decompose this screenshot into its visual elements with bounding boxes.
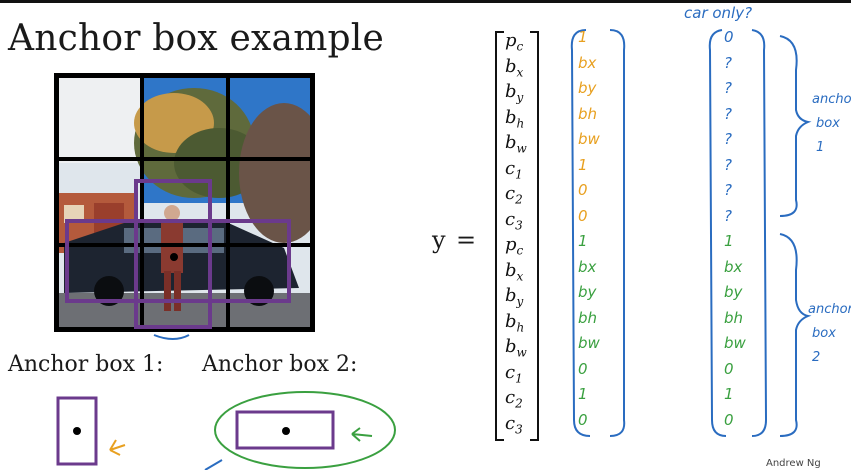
vector-entry: bw bbox=[505, 336, 527, 360]
car-only-note: car only? bbox=[684, 4, 753, 22]
column-1-entry: by bbox=[578, 79, 597, 97]
column-1-entry: 1 bbox=[578, 232, 588, 250]
anchor-box-2-center bbox=[282, 427, 290, 435]
column-2-entry: bw bbox=[724, 334, 746, 352]
image-grid bbox=[54, 73, 315, 340]
vector-entry: bh bbox=[505, 106, 525, 131]
column-1-entry: 1 bbox=[578, 155, 588, 174]
note-line: anchor bbox=[808, 302, 851, 317]
column-1-entry: 0 bbox=[578, 206, 588, 225]
column-1-entry: 1 bbox=[578, 28, 588, 46]
column-1-entry: 0 bbox=[578, 181, 588, 199]
column-2-entry: 0 bbox=[724, 410, 734, 429]
vector-entry: bx bbox=[505, 55, 524, 80]
column-1-entry: bx bbox=[578, 257, 597, 276]
column-1-entry: bw bbox=[578, 334, 600, 352]
anchor-box-1-shape bbox=[56, 396, 98, 466]
orange-arrow bbox=[109, 439, 126, 456]
green-arrow bbox=[351, 427, 373, 442]
y-label: y bbox=[432, 226, 446, 254]
column-1-entry: bh bbox=[578, 104, 598, 123]
green-circle bbox=[214, 391, 396, 469]
equals-sign: = bbox=[456, 226, 477, 254]
vector-entry: pc bbox=[505, 234, 524, 258]
note-line: 1 bbox=[816, 140, 825, 155]
column-1-entry: bx bbox=[578, 53, 597, 72]
vector-entry: by bbox=[505, 285, 524, 309]
column-1-entry: bh bbox=[578, 308, 598, 327]
column-2-entry: by bbox=[724, 283, 743, 301]
column-2-entry: bh bbox=[724, 308, 744, 327]
column-1-entry: 0 bbox=[578, 410, 588, 429]
vector-entry: c1 bbox=[505, 157, 523, 182]
top-border bbox=[0, 0, 851, 3]
slide-title: Anchor box example bbox=[8, 18, 384, 59]
vector-entry: c2 bbox=[505, 387, 523, 411]
corner-note: Andrew Ng bbox=[766, 458, 821, 469]
column-2-entry: ? bbox=[724, 53, 732, 72]
column-2-entry: ? bbox=[724, 79, 732, 97]
vector-entry: by bbox=[505, 81, 524, 105]
blue-mark bbox=[204, 459, 223, 470]
column-2-entry: 0 bbox=[724, 28, 734, 46]
vector-entry: bx bbox=[505, 259, 524, 284]
column-2-entry: ? bbox=[724, 130, 732, 148]
note-line: anchor bbox=[812, 92, 851, 107]
column-1-entry: bw bbox=[578, 130, 600, 148]
anchor-box-1-label: Anchor box 1: bbox=[8, 352, 164, 377]
column-2-entry: 1 bbox=[724, 385, 734, 403]
anchor-box-2-shape bbox=[235, 410, 335, 450]
vector-entry: c1 bbox=[505, 361, 523, 386]
vector-entry: c3 bbox=[505, 208, 523, 233]
note-line: 2 bbox=[812, 350, 821, 365]
column-2-entry: ? bbox=[724, 181, 732, 199]
column-1-entry: 0 bbox=[578, 359, 588, 378]
vector-entry: bh bbox=[505, 310, 525, 335]
column-2-entry: ? bbox=[724, 104, 732, 123]
grid-overlay bbox=[54, 73, 315, 340]
column-2-entry: 1 bbox=[724, 232, 734, 250]
column-1-entry: 1 bbox=[578, 385, 588, 403]
column-2-entry: 0 bbox=[724, 359, 734, 378]
note-line: box bbox=[812, 326, 836, 341]
column-2-entry: ? bbox=[724, 206, 732, 225]
note-line: box bbox=[816, 116, 840, 131]
column-2-entry: bx bbox=[724, 257, 743, 276]
vector-entry: c3 bbox=[505, 412, 523, 437]
vector-entry: pc bbox=[505, 30, 524, 54]
vector-entry: bw bbox=[505, 132, 527, 156]
anchor-box-1-center bbox=[73, 427, 81, 435]
column-1-entry: by bbox=[578, 283, 597, 301]
column-2-entry: ? bbox=[724, 155, 732, 174]
anchor-box-2-label: Anchor box 2: bbox=[202, 352, 358, 377]
vector-entry: c2 bbox=[505, 183, 523, 207]
